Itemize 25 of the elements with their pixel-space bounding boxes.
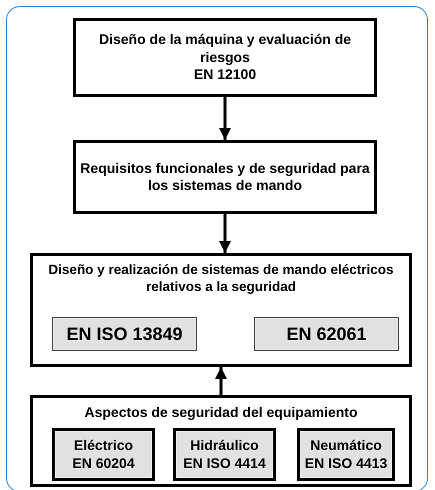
standard-box bbox=[52, 317, 197, 351]
process-box bbox=[73, 140, 377, 214]
standard-box bbox=[173, 428, 276, 481]
process-box bbox=[73, 18, 377, 97]
arrow bbox=[219, 97, 231, 140]
box-text: EN 62061 bbox=[286, 322, 367, 346]
arrow bbox=[219, 214, 231, 253]
box-text: Hidráulico bbox=[190, 437, 259, 454]
arrow bbox=[215, 367, 227, 395]
box-heading: Aspectos de seguridad del equipamiento bbox=[84, 404, 358, 422]
box-text: EN ISO 4413 bbox=[304, 454, 388, 472]
standard-box bbox=[52, 428, 155, 481]
box-text: Requisitos funcionales y de seguridad para los sistemas de mando bbox=[79, 160, 371, 194]
box-heading: Diseño y realización de sistemas de mando eléctricos relativos a la seguridad bbox=[47, 262, 395, 296]
box-text: EN 60204 bbox=[72, 454, 135, 472]
box-text: EN ISO 4414 bbox=[183, 454, 266, 472]
process-box bbox=[30, 395, 412, 487]
box-text: EN 12100 bbox=[194, 66, 256, 84]
box-text: Eléctrico bbox=[74, 437, 134, 454]
box-text: Neumático bbox=[310, 437, 382, 454]
box-text: Diseño de la máquina y evaluación de riesgos bbox=[98, 31, 352, 66]
standard-box bbox=[297, 428, 395, 481]
standard-box bbox=[254, 317, 399, 351]
process-box bbox=[30, 253, 412, 367]
box-text: EN ISO 13849 bbox=[66, 322, 183, 346]
